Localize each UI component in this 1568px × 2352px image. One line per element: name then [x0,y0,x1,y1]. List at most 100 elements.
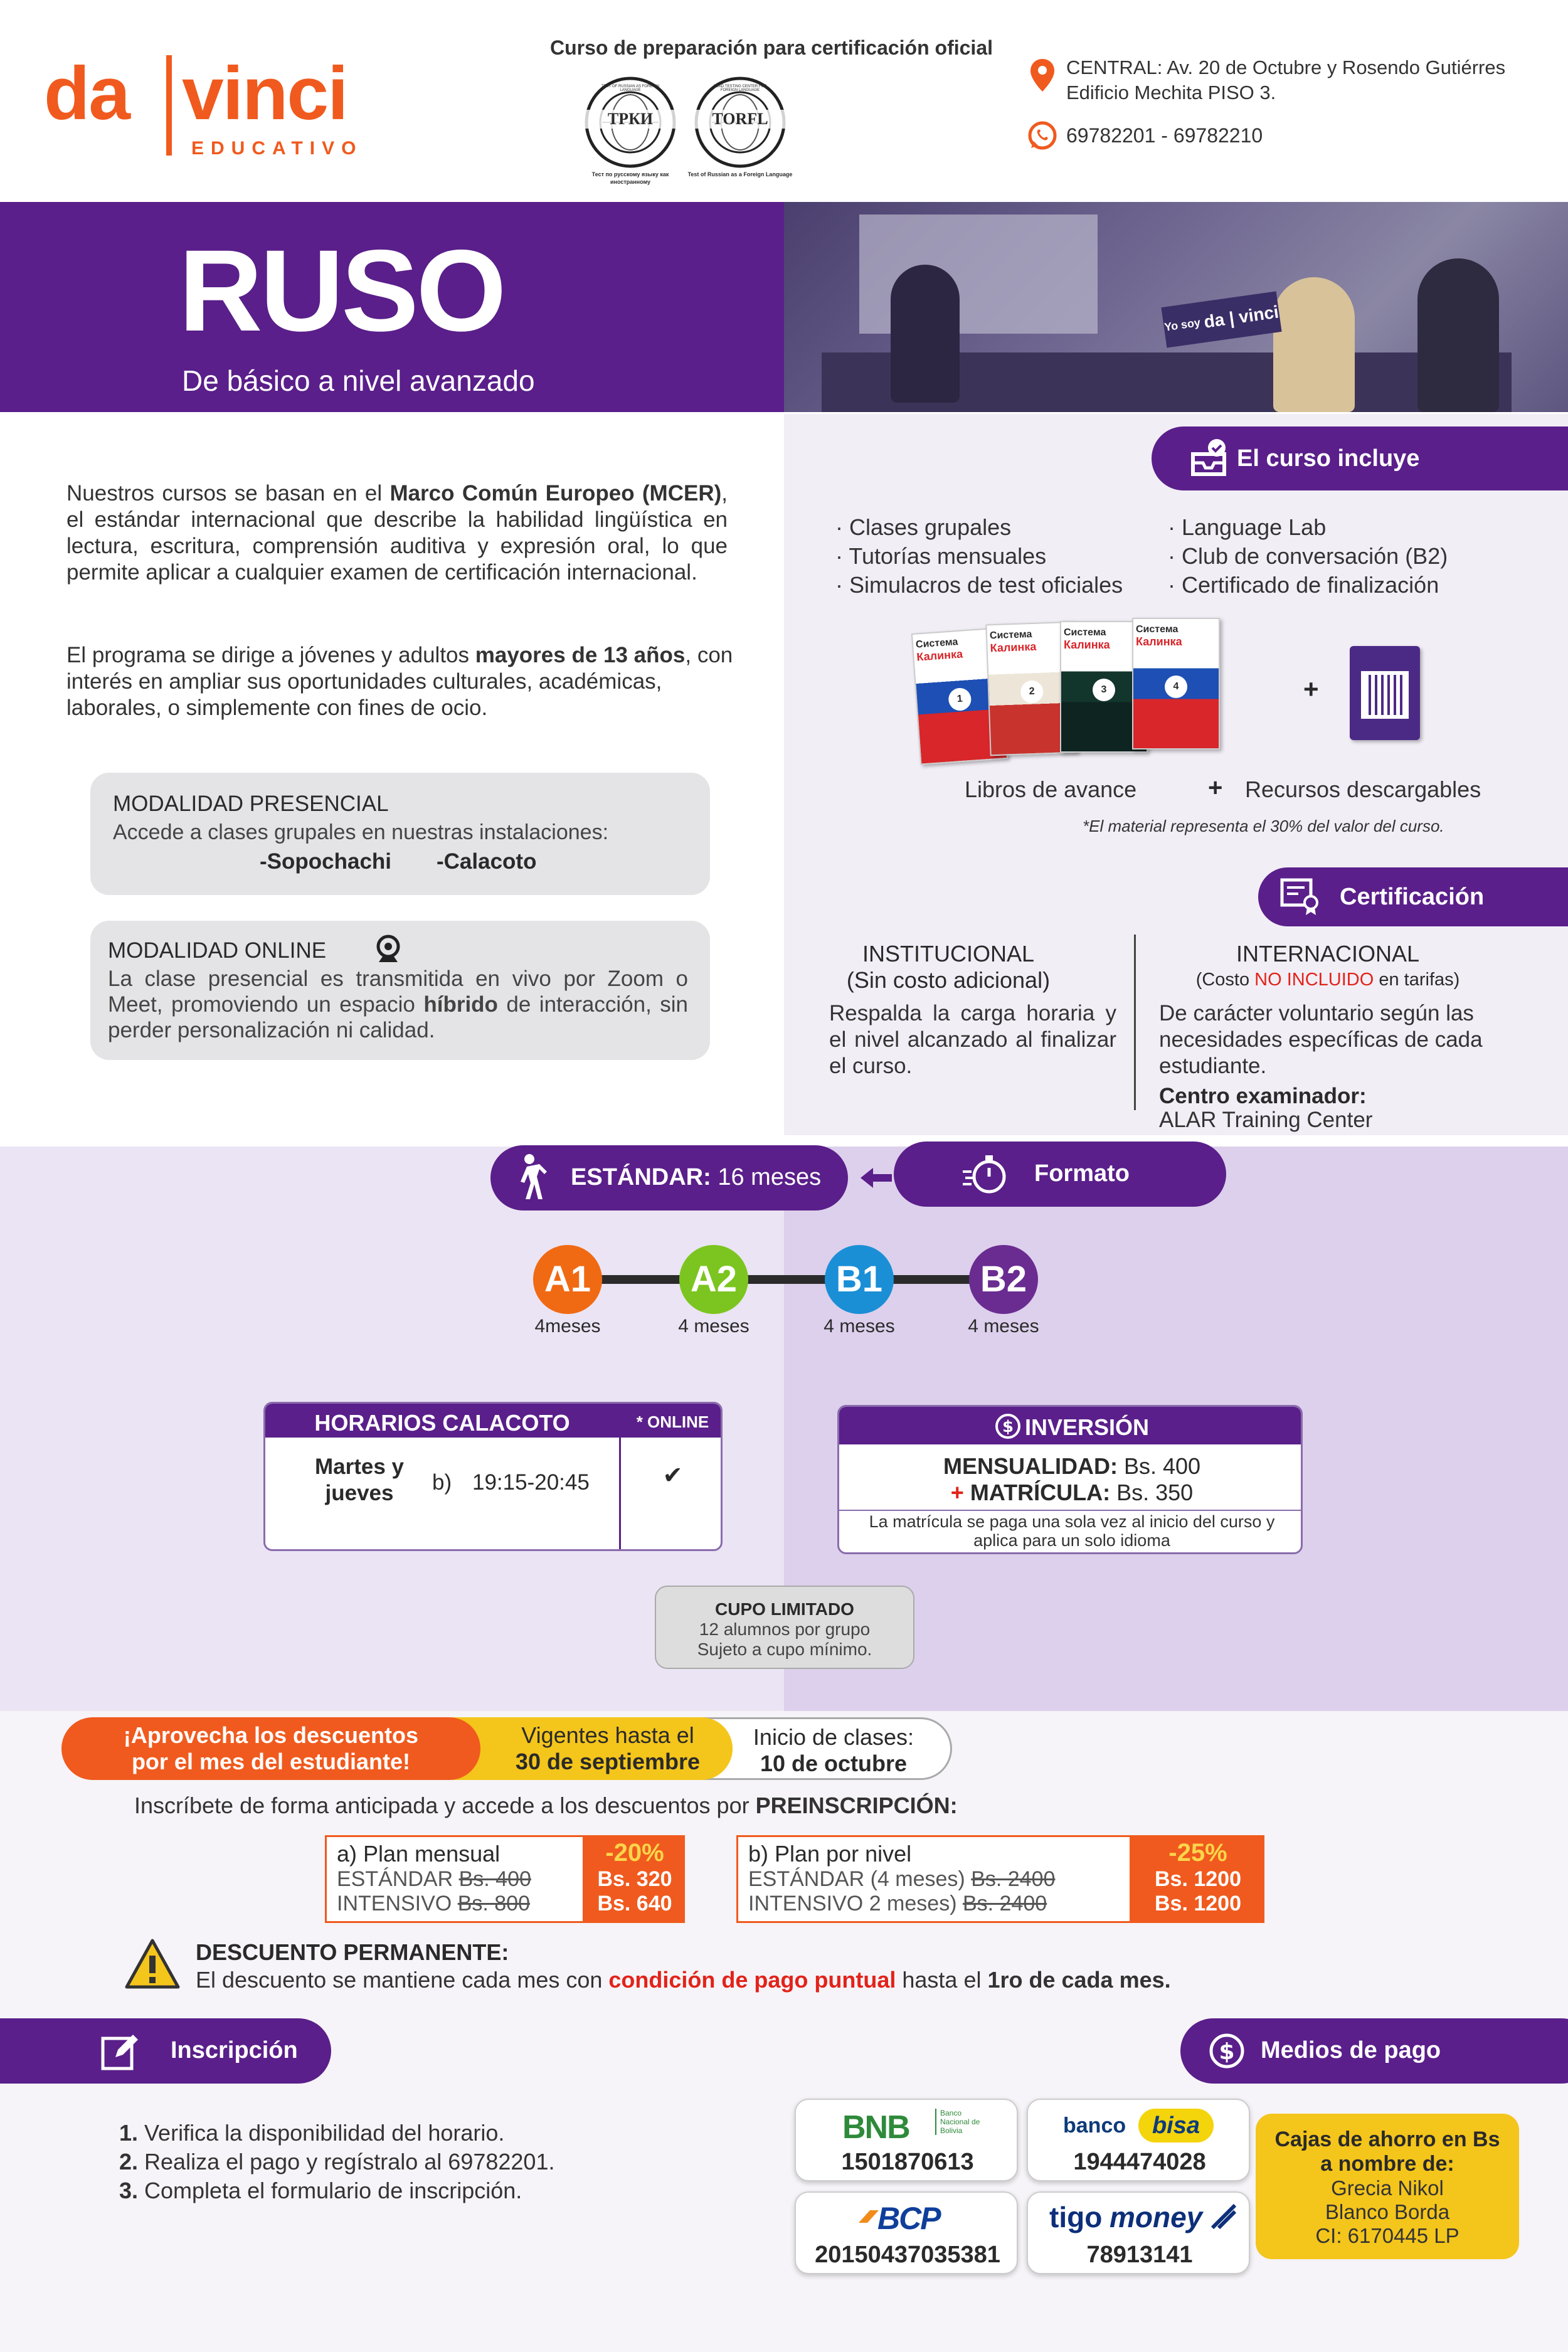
tigo-account[interactable]: 78913141 [1086,2242,1193,2268]
whatsapp-icon [1027,120,1057,151]
plan-a-discount: -20% Bs. 320 Bs. 640 [585,1835,685,1923]
resources-label: Recursos descargables [1245,776,1481,802]
davinci-logo: da vinci EDUCATIVO [44,50,395,163]
investment-card: $ INVERSIÓN MENSUALIDAD: Bs. 400 + MATRÍ… [837,1405,1303,1554]
level-b2: B2 [969,1245,1038,1314]
account-holder-box: Cajas de ahorro en Bs a nombre de: Greci… [1256,2114,1519,2259]
level-b1-dur: 4 meses [824,1316,895,1337]
seal1-top: TEST OF RUSSIAN AS FOREIGN LANGUAGE [601,85,659,92]
bnb-logo: BNB [842,2109,911,2146]
walking-icon [509,1153,547,1203]
level-b2-dur: 4 meses [968,1316,1039,1337]
inbox-check-icon [1187,435,1231,479]
plan-b-card: b) Plan por nivel ESTÁNDAR (4 meses) Bs.… [736,1835,1131,1923]
seal1-mid: ТРКИ [583,110,677,129]
promo-a2: por el mes del estudiante! [131,1749,411,1774]
bisa-account[interactable]: 1944474028 [1073,2149,1206,2175]
format-title: Formato [1034,1160,1130,1187]
plan-a-title: a) Plan mensual [337,1841,501,1867]
tigo-swoosh-icon [1210,2203,1237,2230]
books-group: Система Калинка 1 Система Калинка 2 Сист… [911,618,1229,771]
phone[interactable]: 69782201 - 69782210 [1066,124,1263,147]
plan-b-pct: -25% [1168,1839,1227,1867]
includes-title: El curso incluye [1237,445,1420,472]
inst-title: INSTITUCIONAL [862,941,1035,967]
format-pill: Formato [894,1142,1226,1207]
logo-vinci: vinci [182,51,348,135]
dollar-icon: $ [995,1413,1021,1439]
hero-subtitle: De básico a nivel avanzado [182,364,535,397]
photo-sign-1: Yo soy [1163,315,1202,334]
plan-b-line-1: ESTÁNDAR (4 meses) Bs. 2400 [748,1867,1056,1891]
book-4-num: 4 [1165,675,1187,698]
signup-step-2: 2. Realiza el pago y regístralo al 69782… [119,2149,555,2175]
bnb-account[interactable]: 1501870613 [841,2149,974,2175]
address: CENTRAL: Av. 20 de Octubre y Rosendo Gut… [1066,55,1505,105]
bcp-account[interactable]: 20150437035381 [815,2242,1000,2268]
level-b1: B1 [825,1245,894,1314]
includes-item: · Club de conversación (B2) [1168,543,1448,569]
schedule-title: HORARIOS CALACOTO [314,1410,570,1436]
seal1-foot: Тест по русскому языку как иностранному [591,171,669,185]
intro-paragraph-2: El programa se dirige a jóvenes y adulto… [66,643,733,720]
intl-title: INTERNACIONAL [1236,941,1420,967]
hero-title: RUSO [179,226,506,356]
presencial-text: Accede a clases grupales en nuestras ins… [113,820,609,844]
cert-title: Curso de preparación para certificación … [550,36,993,59]
tigo-card: tigo money 78913141 [1027,2191,1250,2274]
signup-step-3: 3. Completa el formulario de inscripción… [119,2178,522,2203]
includes-col-2: · Language Lab · Club de conversación (B… [1168,513,1448,600]
promo-b2: 30 de septiembre [515,1749,701,1774]
plan-a-pct: -20% [605,1839,664,1867]
webcam-icon [373,933,404,965]
presencial-title: MODALIDAD PRESENCIAL [113,792,389,816]
online-card: MODALIDAD ONLINE La clase presencial es … [90,921,710,1060]
std-pill: ESTÁNDAR: 16 meses [490,1145,848,1210]
signup-header: Inscripción [0,2018,331,2084]
box-name-2: Blanco Borda [1325,2200,1450,2223]
cupo-line-2: Sujeto a cupo mínimo. [697,1640,872,1659]
intl-sub: (Costo NO INCLUIDO en tarifas) [1195,970,1460,990]
warning-icon [124,1938,181,1989]
bcp-swoosh-icon [856,2205,881,2230]
schedule-opt: b) [432,1470,452,1495]
investment-note: La matrícula se paga una sola vez al ini… [869,1512,1275,1550]
qr-icon [1361,671,1409,719]
material-note: *El material representa el 30% del valor… [1083,817,1444,835]
perm-text: El descuento se mantiene cada mes con co… [196,1967,1171,1993]
arrow-left-icon [858,1165,893,1190]
includes-item: · Simulacros de test oficiales [835,572,1123,598]
book-3-num: 3 [1093,679,1115,701]
cupo-title: CUPO LIMITADO [715,1599,854,1619]
investment-title: INVERSIÓN [1025,1414,1150,1440]
tigo-logo-a: tigo [1049,2201,1103,2233]
level-a2-dur: 4 meses [678,1316,750,1337]
schedule-head [265,1404,721,1438]
certificate-icon [1279,877,1321,916]
includes-item: · Language Lab [1168,514,1327,540]
presencial-loc-1: -Sopochachi [260,849,392,874]
bnb-card: BNB Banco Nacional de Bolivia 1501870613 [795,2099,1018,2181]
stopwatch-icon [961,1153,1009,1197]
book-3-subtitle: Калинка [1064,638,1110,651]
box-name-1: Grecia Nikol [1331,2176,1444,2200]
bnb-sub: Banco Nacional de Bolivia [935,2109,988,2135]
promo-c2: 10 de octubre [760,1751,908,1776]
bcp-card: BCP 20150437035381 [795,2191,1018,2274]
book-3-title: Система [1064,627,1106,638]
schedule-check: ✔ [662,1463,683,1489]
svg-text:$: $ [1219,2039,1234,2065]
schedule-head-divider [619,1404,621,1549]
includes-item: · Certificado de finalización [1168,572,1439,598]
signup-step-1: 1. Verifica la disponibilidad del horari… [119,2120,505,2146]
book-4-title: Система [1136,624,1179,635]
payment-header: $ Medios de pago [1180,2018,1568,2084]
presencial-loc-2: -Calacoto [437,849,537,874]
book-2-num: 2 [1020,680,1044,704]
trki-seal: ТРКИ Тест по русскому языку как иностран… [583,75,677,194]
seal2-foot: Test of Russian as a Foreign Language [687,171,793,177]
investment-monthly: MENSUALIDAD: Bs. 400 [943,1453,1201,1479]
promo-c1: Inicio de clases: [753,1724,914,1750]
box-title-1: Cajas de ahorro en Bs [1274,2127,1500,2151]
presencial-card: MODALIDAD PRESENCIAL Accede a clases gru… [90,773,710,895]
